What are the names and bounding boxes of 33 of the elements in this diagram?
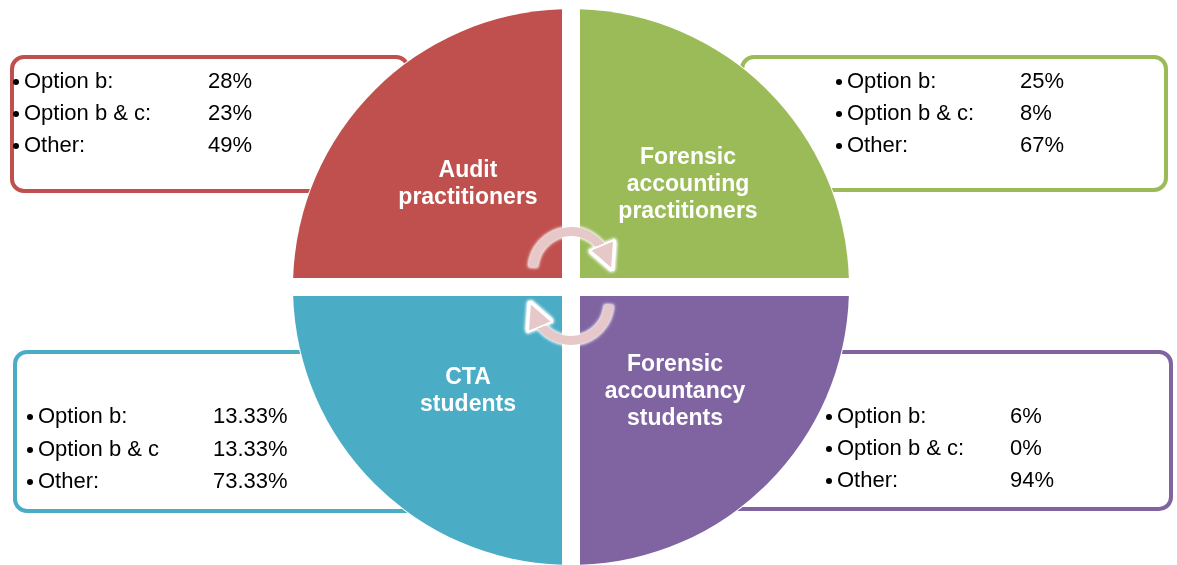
option-label: Other: [24,134,86,156]
option-label: Option b: [847,70,937,92]
quadrant-segment [293,9,562,278]
quadrant-segment [580,9,849,278]
percentage-value: 73.33% [213,470,288,492]
cycle-arrow [528,227,616,273]
cycle-arrow [526,299,614,345]
option-label: Other: [38,470,100,492]
percentage-value: 13.33% [213,438,288,460]
option-label: Option b: [837,405,927,427]
option-label: Other: [837,469,899,491]
option-label: Option b & c: [24,102,152,124]
percentage-value: 28% [208,70,253,92]
segment-title: Audit practitioners [397,156,539,210]
option-label: Option b: [24,70,114,92]
option-label: Option b: [38,405,128,427]
option-label: Option b & c: [837,437,965,459]
option-label: Option b & c [38,438,160,460]
option-label: Other: [847,134,909,156]
quadrant-segment [293,296,562,565]
percentage-value: 0% [1010,437,1042,459]
percentage-value: 49% [208,134,253,156]
percentage-value: 25% [1020,70,1065,92]
percentage-value: 6% [1010,405,1042,427]
percentage-value: 23% [208,102,253,124]
percentage-value: 94% [1010,469,1055,491]
percentage-value: 8% [1020,102,1052,124]
segment-title: Forensic accounting practitioners [617,142,759,224]
segment-title: Forensic accountancy students [603,349,747,431]
option-label: Option b & c: [847,102,975,124]
segment-title: CTA students [419,363,517,417]
percentage-value: 13.33% [213,405,288,427]
percentage-value: 67% [1020,134,1065,156]
